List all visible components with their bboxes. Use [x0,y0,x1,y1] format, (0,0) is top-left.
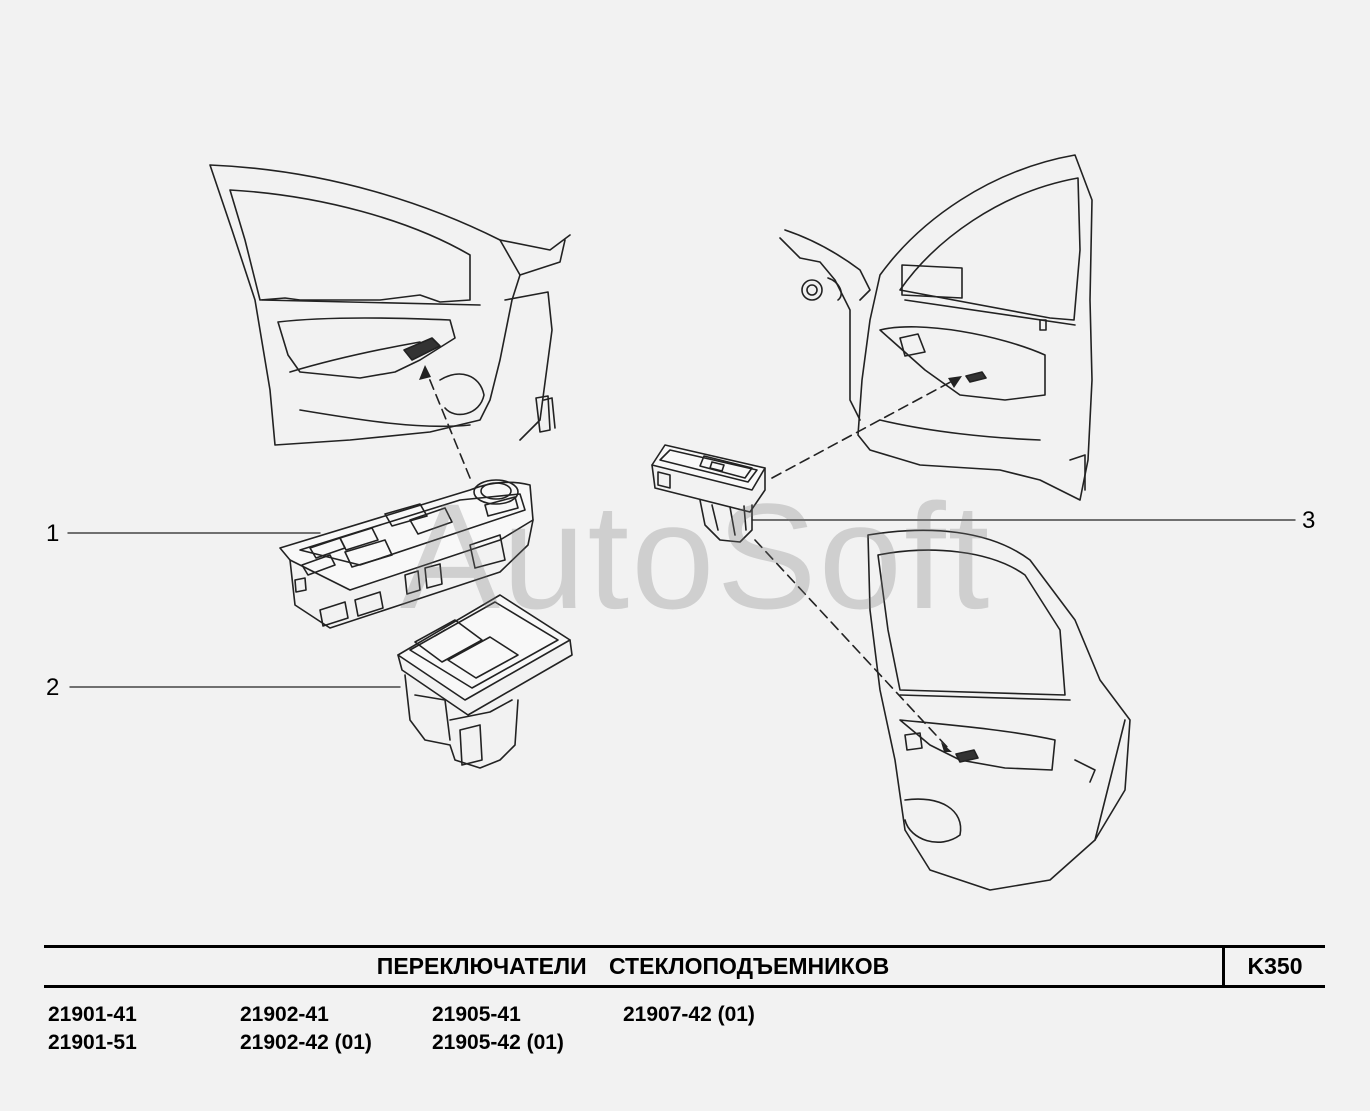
section-code: K350 [1247,953,1303,979]
leader-lines [67,519,1296,688]
arrow-heads [419,365,962,752]
model-code: 21901-41 [48,1003,137,1026]
model-code: 21901-51 [48,1031,137,1054]
title-block: ПЕРЕКЛЮЧАТЕЛИ СТЕКЛОПОДЪЕМНИКОВ K350 [44,945,1325,988]
callout-2: 2 [46,674,60,701]
model-code: 21905-42 (01) [432,1031,564,1054]
rear-right-door-illustration [867,529,1131,891]
front-right-door-illustration [779,154,1093,501]
callout-3: 3 [1302,507,1316,534]
single-window-switch [651,444,766,543]
model-code: 21902-42 (01) [240,1031,372,1054]
page-title: ПЕРЕКЛЮЧАТЕЛИ СТЕКЛОПОДЪЕМНИКОВ [376,953,890,979]
model-code: 21907-42 (01) [623,1003,755,1026]
driver-window-switch-block [279,479,534,629]
parts-diagram [67,154,1296,891]
callout-1: 1 [46,520,60,547]
assembly-lines [424,367,959,749]
model-code: 21905-41 [432,1003,521,1026]
rear-window-switch-block [397,594,573,769]
front-left-door-illustration [209,164,571,446]
model-code: 21902-41 [240,1003,329,1026]
title-divider [1222,948,1225,985]
